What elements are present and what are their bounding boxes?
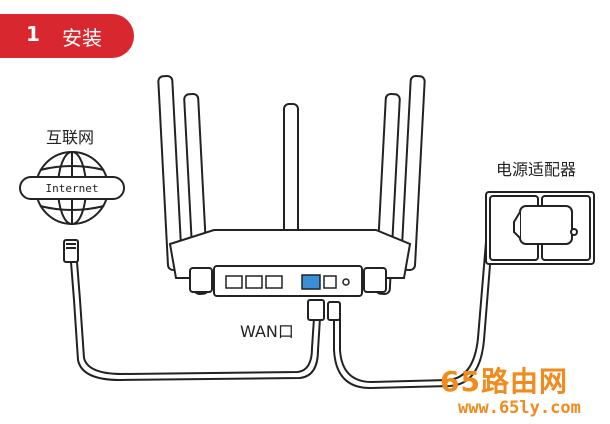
power-port-icon bbox=[323, 275, 337, 289]
power-adapter-label: 电源适配器 bbox=[496, 160, 577, 179]
wan-port-label: WAN口 bbox=[240, 322, 294, 341]
globe-text: Internet bbox=[46, 182, 99, 195]
section-title: 安装 bbox=[62, 26, 102, 50]
power-adapter-icon bbox=[513, 205, 578, 245]
internet-cable bbox=[63, 239, 321, 382]
watermark-url: www.65ly.com bbox=[458, 398, 581, 418]
wan-port-icon bbox=[301, 274, 321, 290]
watermark-brand: 65路由网 bbox=[440, 365, 568, 398]
lan-ports bbox=[225, 275, 283, 289]
reset-button-icon bbox=[342, 278, 350, 286]
plugs bbox=[307, 299, 341, 321]
internet-label: 互联网 bbox=[46, 128, 95, 147]
section-badge: 1 安装 bbox=[0, 14, 134, 58]
section-number: 1 bbox=[26, 22, 40, 46]
internet-banner bbox=[19, 176, 125, 200]
router-icon bbox=[168, 229, 412, 297]
